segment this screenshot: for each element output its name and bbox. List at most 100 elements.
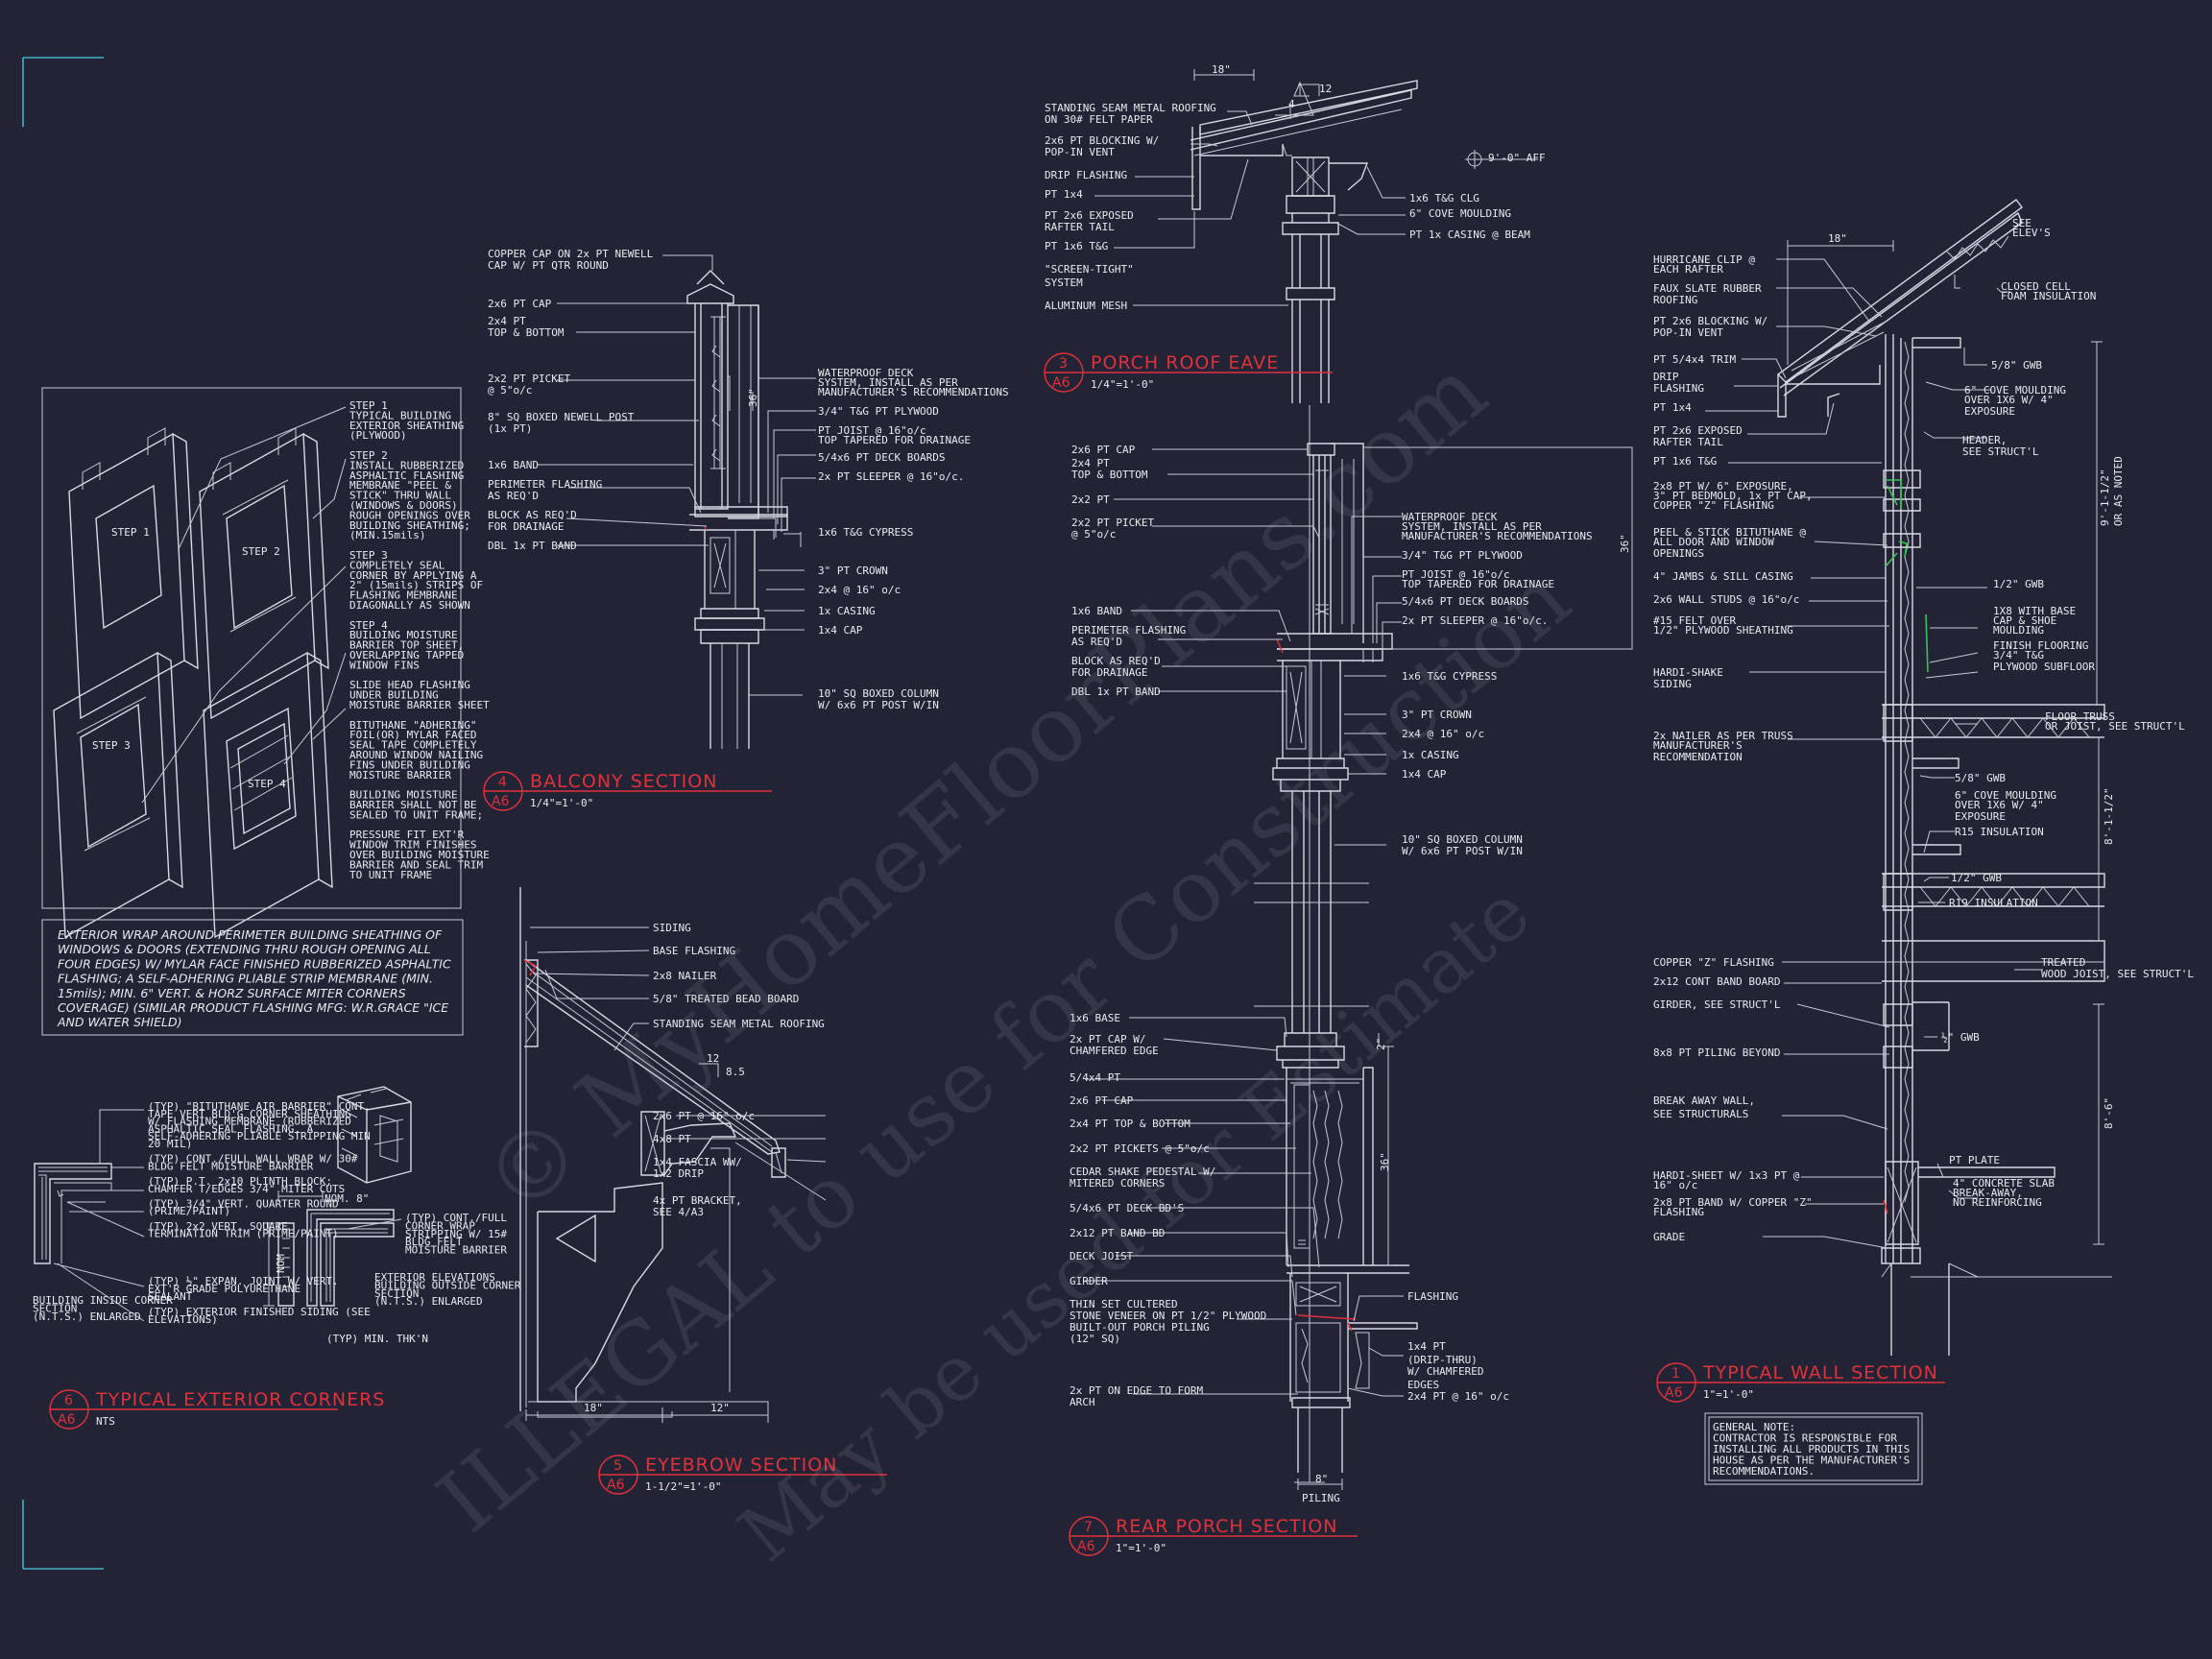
detail-title: EYEBROW SECTION bbox=[645, 1455, 837, 1476]
step-note-line: EXTERIOR SHEATHING bbox=[349, 420, 464, 432]
step-note-line: UNDER BUILDING bbox=[349, 689, 439, 702]
rear-porch-label: 2x2 PT PICKET bbox=[1071, 517, 1154, 529]
corner-note-line: TERMINATION TRIM (PRIME/PAINT) bbox=[148, 1228, 339, 1240]
balcony-label: SYSTEM, INSTALL AS PER bbox=[818, 376, 958, 389]
rear-porch-label: PT JOIST @ 16"o/c bbox=[1402, 568, 1510, 581]
rear-porch-label: MITERED CORNERS bbox=[1070, 1177, 1165, 1190]
corner-note-line: STRIPPING W/ 15# bbox=[405, 1228, 507, 1240]
step-note-line: AROUND WINDOW NAILING bbox=[349, 749, 483, 761]
eave-label: PT 1x4 bbox=[1045, 188, 1083, 201]
eave-label: DRIP FLASHING bbox=[1045, 169, 1127, 181]
step-note-line: STEP 3 bbox=[349, 549, 388, 562]
balcony-label: TOP & BOTTOM bbox=[488, 326, 565, 339]
balcony-label: PERIMETER FLASHING bbox=[488, 478, 602, 491]
wall-section-label: ½" GWB bbox=[1941, 1031, 1980, 1044]
rear-porch-label: 1x6 BAND bbox=[1071, 605, 1122, 617]
corner-note-line: TAPE VERT BLD'G CORNER SHEATHING bbox=[148, 1108, 351, 1120]
eave-label: STANDING SEAM METAL ROOFING bbox=[1045, 102, 1216, 114]
corner-note-line: (TYP) 3/4" VERT. QUARTER ROUND bbox=[148, 1197, 339, 1210]
corner-note-line: MOISTURE BARRIER bbox=[405, 1244, 507, 1257]
rear-porch-label: 1x6 BASE bbox=[1070, 1012, 1120, 1024]
wall-section-label: DRIP bbox=[1653, 371, 1679, 383]
wall-section-label: FAUX SLATE RUBBER bbox=[1653, 282, 1762, 295]
outside-corner-caption: SECTION bbox=[374, 1287, 419, 1300]
rear-porch-label: (12" SQ) bbox=[1070, 1333, 1120, 1345]
corner-note-line: (TYP) 2x2 VERT. SQUARE bbox=[148, 1220, 288, 1233]
general-note-line: HOUSE AS PER THE MANUFACTURER'S bbox=[1713, 1455, 1910, 1467]
corner-note-line: W/ FLASHING MEMBRANE (RUBBERIZED bbox=[148, 1116, 351, 1128]
detail-sheet-ref: A6 bbox=[1665, 1385, 1683, 1401]
eave-label: ALUMINUM MESH bbox=[1045, 300, 1127, 312]
detail-title: TYPICAL EXTERIOR CORNERS bbox=[95, 1389, 385, 1410]
wall-section-label: HURRICANE CLIP @ bbox=[1653, 253, 1755, 266]
step-note-line: OVER BUILDING MOISTURE bbox=[349, 849, 490, 861]
eyebrow-label: SIDING bbox=[653, 922, 691, 934]
rear-porch-label: DECK JOIST bbox=[1070, 1250, 1134, 1262]
eave-label: PT 1x CASING @ BEAM bbox=[1409, 228, 1530, 241]
eyebrow-label: SEE 4/A3 bbox=[653, 1206, 704, 1218]
rear-porch-label: THIN SET CULTERED bbox=[1070, 1298, 1178, 1310]
rear-rail-height: 36" bbox=[1379, 1152, 1391, 1171]
balcony-label: FOR DRAINAGE bbox=[488, 520, 564, 533]
step2-tag: STEP 2 bbox=[242, 545, 280, 558]
wall-section-label: 1X8 WITH BASE bbox=[1993, 605, 2076, 617]
step3-tag: STEP 3 bbox=[92, 739, 131, 752]
corner-note-line: (TYP) MIN. THK'N bbox=[326, 1333, 428, 1345]
wrap-note-line: WINDOWS & DOORS (EXTENDING THRU ROUGH OP… bbox=[58, 942, 431, 956]
step-note-line: FLASHING MEMBRANE bbox=[349, 589, 458, 602]
balcony-label: TOP TAPERED FOR DRAINAGE bbox=[818, 434, 971, 446]
step-note-line: OVERLAPPING TAPPED bbox=[349, 649, 464, 661]
outside-corner-caption: (N.T.S.) ENLARGED bbox=[374, 1295, 483, 1308]
step-note-line: DIAGONALLY AS SHOWN bbox=[349, 599, 470, 612]
rear-porch-label: GIRDER bbox=[1070, 1275, 1108, 1287]
step-note-line: MOISTURE BARRIER bbox=[349, 769, 451, 781]
wall-section-label: COPPER "Z" FLASHING bbox=[1653, 956, 1774, 969]
rear-porch-label: SYSTEM, INSTALL AS PER bbox=[1402, 520, 1542, 533]
detail-title: TYPICAL WALL SECTION bbox=[1702, 1362, 1938, 1383]
wrap-note-line: AND WATER SHIELD) bbox=[57, 1015, 181, 1029]
wall-section-label: PT 5/4x4 TRIM bbox=[1653, 353, 1736, 366]
rear-porch-label: MANUFACTURER'S RECOMMENDATIONS bbox=[1402, 530, 1593, 542]
roof-pitch-rise: 8.5 bbox=[726, 1066, 745, 1078]
rear-porch-label: 2x6 PT CAP bbox=[1070, 1094, 1134, 1107]
wall-height-dimension: 8'-1-1/2" bbox=[2103, 787, 2115, 845]
roof-pitch-run: 12 bbox=[707, 1052, 719, 1065]
wrap-note-line: COVERAGE) (SIMILAR PRODUCT FLASHING MFG:… bbox=[58, 1000, 448, 1015]
eave-label: POP-IN VENT bbox=[1045, 146, 1115, 158]
corner-note-line: CHAMFER T/EDGES 3/4" MITER CUTS bbox=[148, 1183, 345, 1195]
detail-scale: 1"=1'-0" bbox=[1116, 1542, 1166, 1554]
wall-section-label: POP-IN VENT bbox=[1653, 326, 1723, 339]
wall-section-label: BREAK-AWAY, bbox=[1953, 1187, 2023, 1199]
step-note-line: BARRIER TOP SHEET, bbox=[349, 639, 464, 652]
wall-height-dimension: OR AS NOTED bbox=[2112, 456, 2125, 526]
wall-height-dimension: 9'-1-1/2" bbox=[2099, 469, 2111, 526]
step-note-line: MOISTURE BARRIER SHEET bbox=[349, 699, 490, 711]
wall-section-label: 1/2" GWB bbox=[1993, 578, 2044, 590]
rear-porch-label: 5/4x6 PT DECK BD'S bbox=[1070, 1202, 1184, 1214]
rear-porch-label: W/ 6x6 PT POST W/IN bbox=[1402, 845, 1523, 857]
wall-section-label: OPENINGS bbox=[1653, 547, 1704, 560]
step-note-line: FOIL(OR) MYLAR FACED bbox=[349, 729, 476, 741]
rear-porch-label: 5/4x4 PT bbox=[1070, 1071, 1120, 1084]
eave-label: ON 30# FELT PAPER bbox=[1045, 113, 1153, 126]
wall-section-label: EXPOSURE bbox=[1964, 405, 2015, 418]
crop-marks bbox=[22, 57, 104, 1570]
wall-section-label: ALL DOOR AND WINDOW bbox=[1653, 536, 1774, 548]
general-note-line: RECOMMENDATIONS. bbox=[1713, 1465, 1815, 1478]
step-note-line: WINDOW FINS bbox=[349, 659, 420, 671]
eave-label: SYSTEM bbox=[1045, 276, 1083, 289]
wall-section-label: 5/8" GWB bbox=[1991, 359, 2042, 372]
rear-porch-label: 2x4 PT TOP & BOTTOM bbox=[1070, 1118, 1190, 1130]
wall-section-label: 5/8" GWB bbox=[1955, 772, 2006, 784]
wall-section-label: FINISH FLOORING bbox=[1993, 639, 2088, 652]
wall-section-label: 2x NAILER AS PER TRUSS bbox=[1653, 730, 1793, 742]
wall-section-label: NO REINFORCING bbox=[1953, 1196, 2042, 1209]
corner-note-line: (TYP) CONT./FULL bbox=[405, 1212, 507, 1224]
balcony-label: 2x PT SLEEPER @ 16"o/c. bbox=[818, 470, 964, 483]
wall-section-label: PT 1x6 T&G bbox=[1653, 455, 1717, 468]
wall-section-label: OVER 1X6 W/ 4" bbox=[1964, 394, 2054, 406]
wall-section-label: TREATED bbox=[2041, 956, 2085, 969]
eave-label: "SCREEN-TIGHT" bbox=[1045, 263, 1134, 276]
